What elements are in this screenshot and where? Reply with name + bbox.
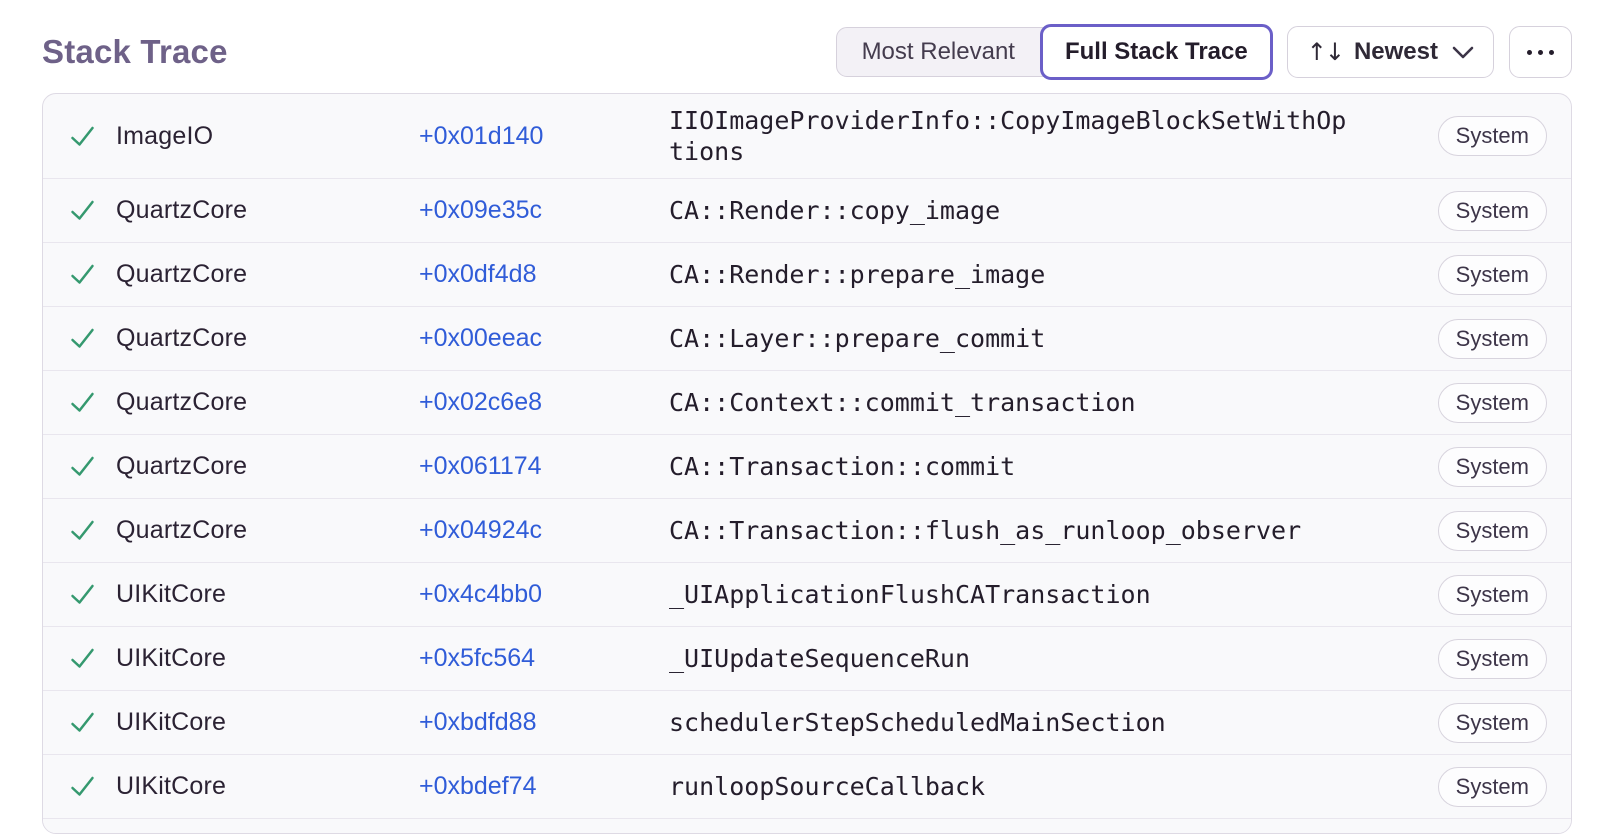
section-header: Stack Trace Most Relevant Full Stack Tra… xyxy=(42,23,1572,81)
frame-function: CA::Transaction::flush_as_runloop_observ… xyxy=(669,516,1302,545)
frame-module: ImageIO xyxy=(116,121,214,150)
frame-address-link[interactable]: +0xbdef74 xyxy=(419,772,537,800)
segment-full-stack-trace[interactable]: Full Stack Trace xyxy=(1039,24,1273,80)
sort-label: Newest xyxy=(1353,38,1438,65)
more-options-button[interactable] xyxy=(1509,26,1572,78)
system-frame-badge: System xyxy=(1437,382,1547,423)
check-icon xyxy=(69,389,96,416)
frame-module: QuartzCore xyxy=(116,516,248,544)
system-frame-badge: System xyxy=(1437,510,1547,551)
check-icon xyxy=(69,123,96,150)
check-icon xyxy=(69,197,96,224)
chevron-down-icon xyxy=(1452,46,1474,58)
stack-frame-row[interactable]: QuartzCore +0x0df4d8 CA::Render::prepare… xyxy=(43,242,1571,306)
frame-module: QuartzCore xyxy=(116,260,248,288)
check-icon xyxy=(69,325,96,352)
frame-function: _UIUpdateSequenceRun xyxy=(669,644,971,673)
frame-function: CA::Render::prepare_image xyxy=(669,260,1046,289)
frame-function: CA::Layer::prepare_commit xyxy=(669,324,1046,353)
frame-module: QuartzCore xyxy=(116,452,248,480)
frame-module: QuartzCore xyxy=(116,388,248,416)
frame-module: UIKitCore xyxy=(116,644,227,672)
partial-next-row xyxy=(43,818,1571,833)
system-frame-badge: System xyxy=(1437,702,1547,743)
frame-function: IIOImageProviderInfo::CopyImageBlockSetW… xyxy=(669,106,1347,166)
frame-address-link[interactable]: +0x09e35c xyxy=(419,196,543,224)
frame-address-link[interactable]: +0x061174 xyxy=(419,452,542,480)
frame-module: QuartzCore xyxy=(116,196,248,224)
check-icon xyxy=(69,645,96,672)
stack-frame-row[interactable]: QuartzCore +0x02c6e8 CA::Context::commit… xyxy=(43,370,1571,434)
header-controls: Most Relevant Full Stack Trace ↑↓ Newest xyxy=(835,24,1572,80)
stack-frame-row[interactable]: UIKitCore +0x5fc564 _UIUpdateSequenceRun… xyxy=(43,626,1571,690)
system-frame-badge: System xyxy=(1437,446,1547,487)
system-frame-badge: System xyxy=(1437,638,1547,679)
frame-address-link[interactable]: +0xbdfd88 xyxy=(419,708,537,736)
check-icon xyxy=(69,261,96,288)
system-frame-badge: System xyxy=(1437,116,1547,156)
frame-module: UIKitCore xyxy=(116,772,227,800)
frame-address-link[interactable]: +0x02c6e8 xyxy=(419,388,543,416)
frame-address-link[interactable]: +0x00eeac xyxy=(419,324,543,352)
frame-module: UIKitCore xyxy=(116,708,227,736)
system-frame-badge: System xyxy=(1437,766,1547,807)
frame-function: runloopSourceCallback xyxy=(669,772,986,801)
ellipsis-icon xyxy=(1527,49,1554,55)
system-frame-badge: System xyxy=(1437,318,1547,359)
stack-frame-row[interactable]: ImageIO +0x01d140 IIOImageProviderInfo::… xyxy=(43,94,1571,178)
stack-frame-row[interactable]: UIKitCore +0x4c4bb0 _UIApplicationFlushC… xyxy=(43,562,1571,626)
frame-function: CA::Render::copy_image xyxy=(669,196,1001,225)
frame-address-link[interactable]: +0x0df4d8 xyxy=(419,260,537,288)
frame-function: CA::Transaction::commit xyxy=(669,452,1016,481)
system-frame-badge: System xyxy=(1437,574,1547,615)
frame-address-link[interactable]: +0x04924c xyxy=(419,516,543,544)
frame-address-link[interactable]: +0x5fc564 xyxy=(419,644,536,672)
system-frame-badge: System xyxy=(1437,254,1547,295)
sort-button[interactable]: ↑↓ Newest xyxy=(1286,26,1494,78)
stack-frame-row[interactable]: QuartzCore +0x00eeac CA::Layer::prepare_… xyxy=(43,306,1571,370)
stack-frame-row[interactable]: QuartzCore +0x09e35c CA::Render::copy_im… xyxy=(43,178,1571,242)
frame-rows: ImageIO +0x01d140 IIOImageProviderInfo::… xyxy=(43,94,1571,818)
frame-module: UIKitCore xyxy=(116,580,227,608)
frame-function: _UIApplicationFlushCATransaction xyxy=(669,580,1151,609)
stack-frame-row[interactable]: UIKitCore +0xbdef74 runloopSourceCallbac… xyxy=(43,754,1571,818)
frame-function: CA::Context::commit_transaction xyxy=(669,388,1136,417)
sort-arrows-icon: ↑↓ xyxy=(1306,38,1345,66)
stack-frame-row[interactable]: QuartzCore +0x061174 CA::Transaction::co… xyxy=(43,434,1571,498)
frame-address-link[interactable]: +0x01d140 xyxy=(419,121,544,150)
check-icon xyxy=(69,773,96,800)
check-icon xyxy=(69,581,96,608)
frame-module: QuartzCore xyxy=(116,324,248,352)
check-icon xyxy=(69,453,96,480)
segment-most-relevant[interactable]: Most Relevant xyxy=(837,28,1040,76)
stack-frame-row[interactable]: UIKitCore +0xbdfd88 schedulerStepSchedul… xyxy=(43,690,1571,754)
check-icon xyxy=(69,709,96,736)
frame-address-link[interactable]: +0x4c4bb0 xyxy=(419,580,543,608)
stack-view-segmented-control: Most Relevant Full Stack Trace xyxy=(835,24,1273,80)
check-icon xyxy=(69,517,96,544)
stack-trace-table: ImageIO +0x01d140 IIOImageProviderInfo::… xyxy=(42,93,1572,834)
frame-function: schedulerStepScheduledMainSection xyxy=(669,708,1166,737)
page-title: Stack Trace xyxy=(42,33,228,70)
stack-frame-row[interactable]: QuartzCore +0x04924c CA::Transaction::fl… xyxy=(43,498,1571,562)
system-frame-badge: System xyxy=(1437,190,1547,231)
